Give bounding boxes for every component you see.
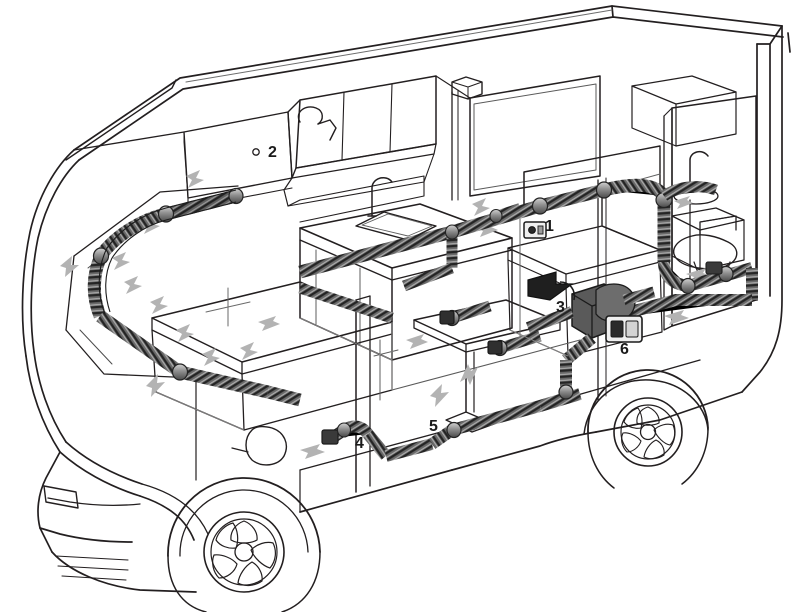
- cab-windscreen: [21, 149, 80, 453]
- intake-grille: [527, 271, 576, 301]
- callout-number-6[interactable]: 6: [620, 341, 629, 358]
- front-wheel: [167, 477, 321, 612]
- habitation-door: [355, 295, 399, 493]
- callout-number-3[interactable]: 3: [556, 299, 565, 316]
- callout-number-4[interactable]: 4: [355, 435, 364, 452]
- roof-rail: [73, 5, 791, 161]
- heater-unit: [525, 283, 656, 365]
- callout-number-5[interactable]: 5: [429, 418, 438, 435]
- duct-windscreen: [87, 187, 302, 407]
- airflow-arrows: [60, 170, 711, 459]
- side-window-large: [469, 75, 601, 197]
- duct-floor-left: [321, 420, 434, 462]
- callout-number-2[interactable]: 2: [268, 144, 277, 161]
- rear-wheel: [587, 369, 709, 489]
- outlet-vent: [439, 300, 542, 357]
- duct-network: [87, 178, 758, 462]
- duct-floor-right: [428, 388, 582, 449]
- duct-main-trunk: [298, 178, 673, 279]
- cab-door: [195, 377, 288, 481]
- rear-wall: [741, 25, 783, 393]
- control-panel: [523, 221, 547, 239]
- kitchen-faucet: [367, 177, 393, 217]
- callout-number-1[interactable]: 1: [545, 218, 554, 235]
- overhead-locker: [283, 75, 437, 207]
